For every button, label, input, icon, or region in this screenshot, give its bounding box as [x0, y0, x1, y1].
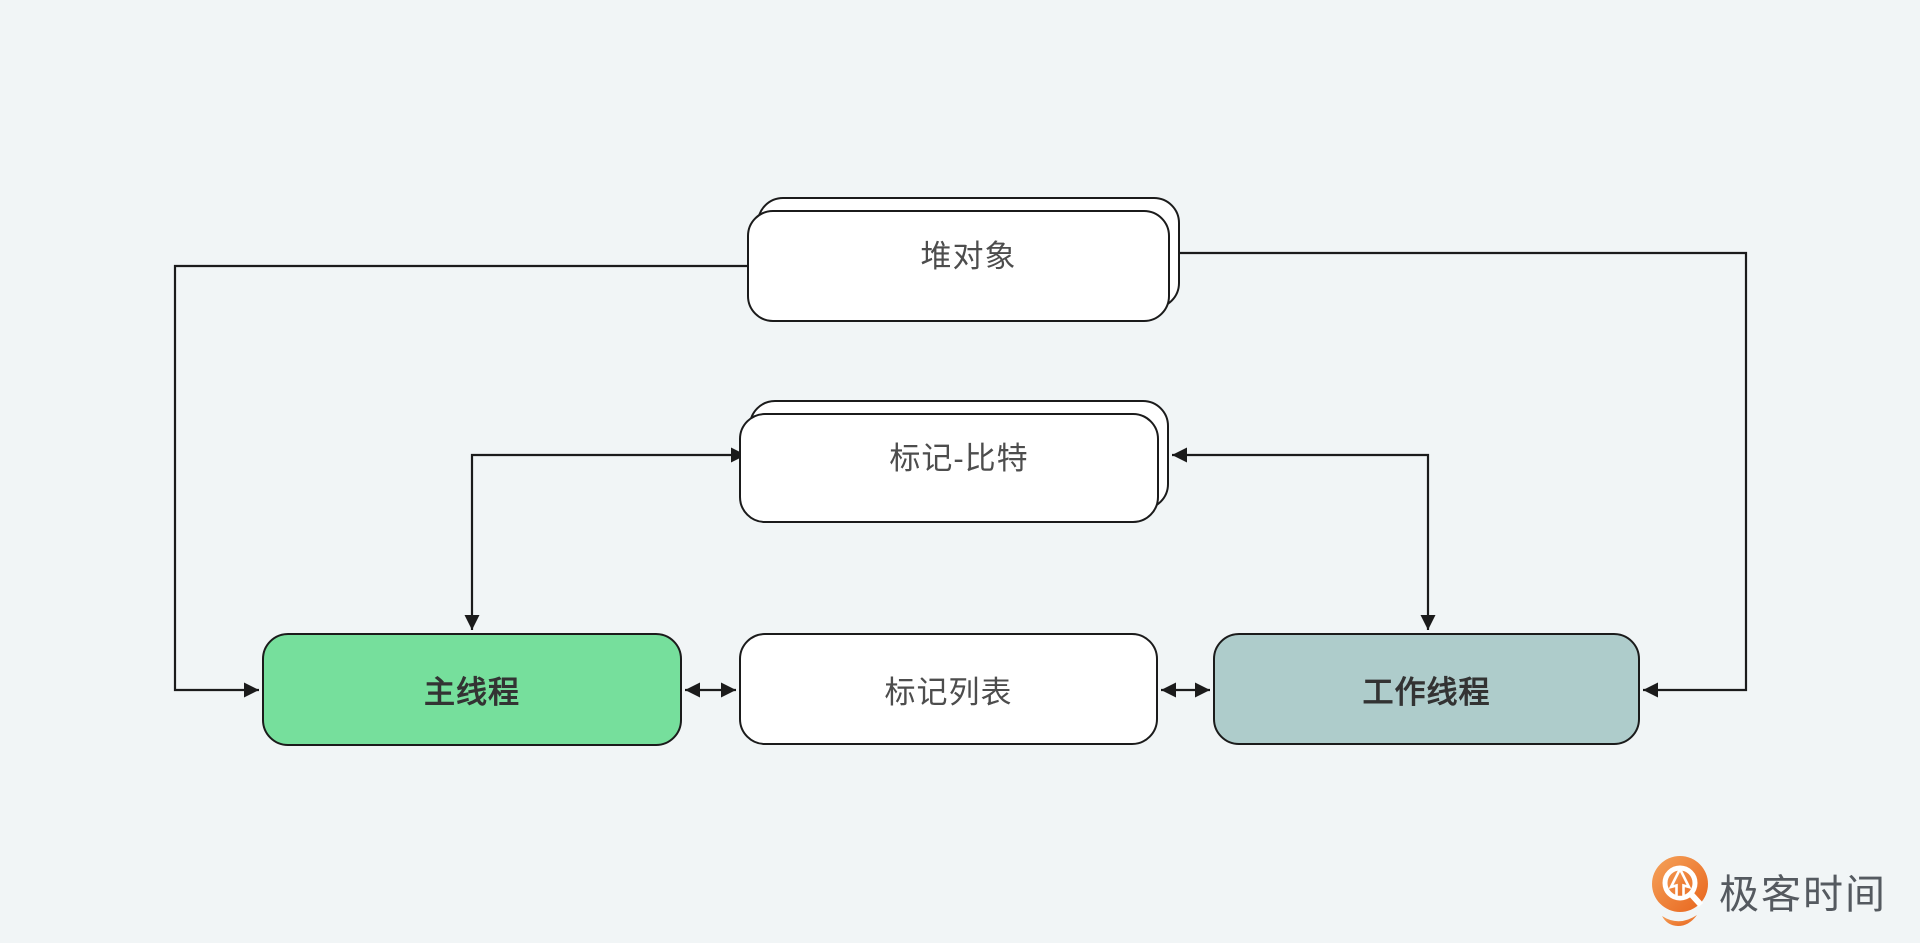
node-heap-object: 堆对象 — [757, 197, 1180, 309]
connector-markbits-worker-thread — [1172, 447, 1436, 630]
node-mark-list-label: 标记列表 — [884, 674, 1013, 710]
node-mark-bits: 标记-比特 — [749, 400, 1169, 510]
node-main-thread-label: 主线程 — [424, 675, 520, 710]
connector-heap-to-worker-thread — [1180, 251, 1748, 698]
connector-heap-to-main-thread — [173, 264, 757, 698]
geektime-logo: 极客时间 — [1650, 855, 1887, 927]
connector-markbits-main-thread — [464, 447, 746, 630]
node-mark-bits-label: 标记-比特 — [889, 440, 1029, 476]
node-worker-thread-label: 工作线程 — [1362, 674, 1491, 710]
geektime-logo-icon — [1652, 856, 1708, 926]
node-heap-object-label: 堆对象 — [920, 238, 1017, 274]
node-worker-thread: 工作线程 — [1213, 633, 1640, 745]
geektime-logo-text: 极客时间 — [1719, 873, 1887, 917]
node-main-thread: 主线程 — [262, 633, 682, 746]
node-mark-list: 标记列表 — [739, 633, 1158, 745]
